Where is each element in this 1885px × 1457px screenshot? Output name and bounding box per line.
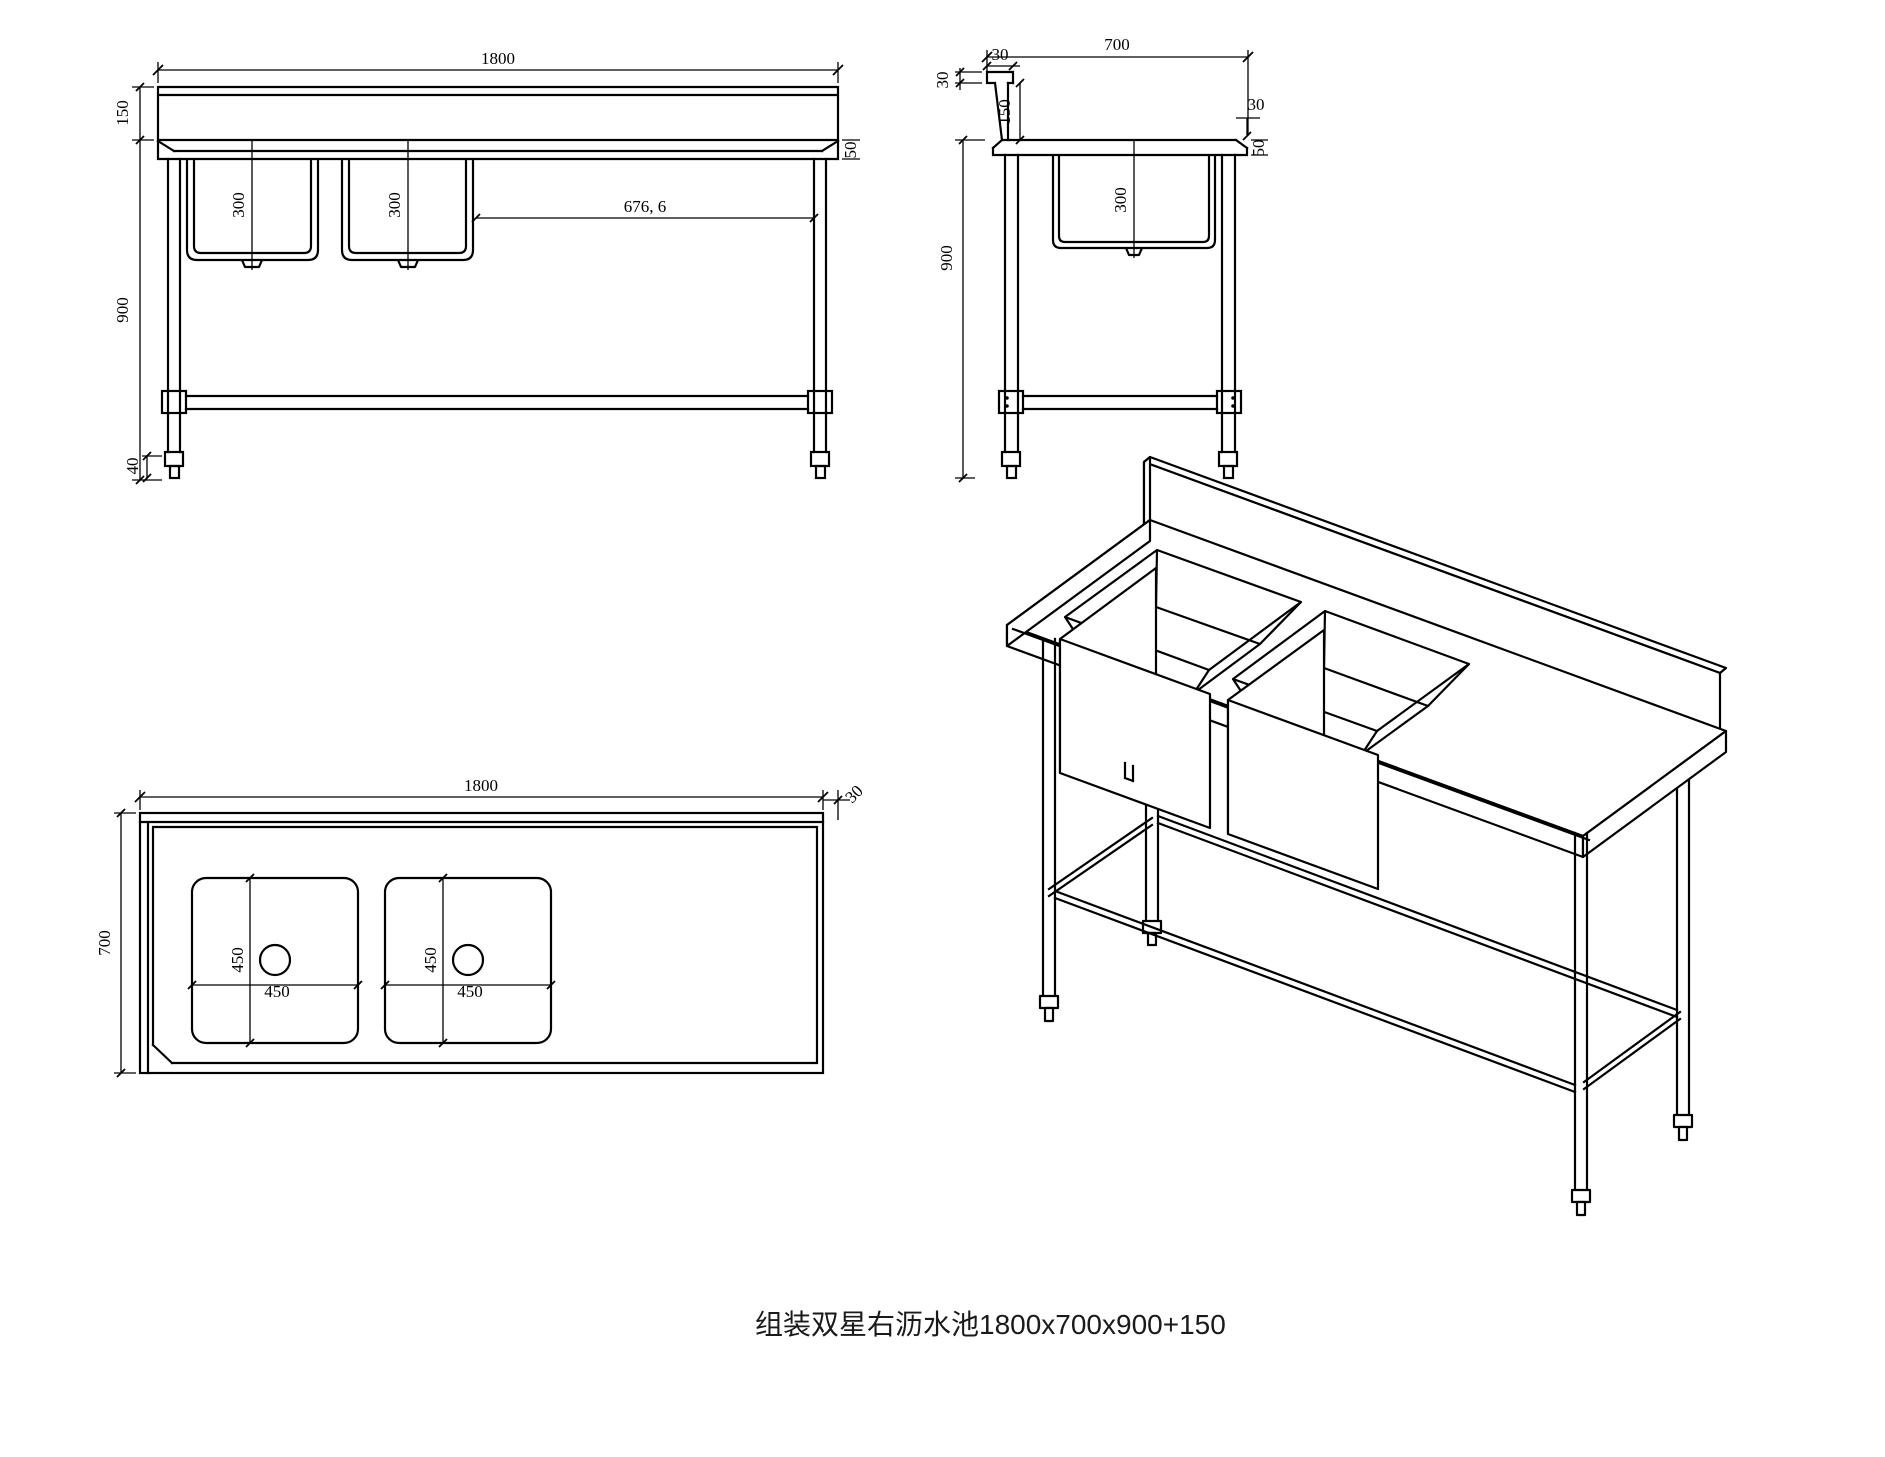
front-bowl-1: 300 (185, 140, 320, 270)
dim-label: 50 (841, 142, 860, 159)
dim-label: 450 (457, 982, 483, 1001)
dim-label: 1800 (481, 49, 515, 68)
dim-label: 30 (1248, 95, 1265, 114)
front-legs (160, 157, 834, 480)
dim-label: 300 (229, 192, 248, 218)
dim-label: 900 (113, 297, 132, 323)
side-dim-30-right: 30 (1236, 95, 1265, 141)
dim-label: 150 (995, 99, 1014, 125)
front-dim-900: 900 (113, 140, 162, 485)
side-dim-30-top: 30 (982, 45, 1020, 71)
dim-label: 150 (113, 100, 132, 126)
iso-backsplash (1142, 455, 1728, 738)
side-bowl: 300 (1051, 140, 1217, 258)
dim-label: 30 (841, 781, 866, 806)
dim-label: 300 (385, 192, 404, 218)
dim-label: 700 (95, 930, 114, 956)
front-view: 1800 150 900 300 (113, 49, 860, 485)
dim-label: 450 (228, 947, 247, 973)
plan-outline (138, 811, 825, 1075)
plan-dim-30: 30 (823, 781, 867, 820)
plan-bowl-1: 450 450 (187, 873, 363, 1048)
side-dim-900: 900 (937, 135, 985, 483)
dim-label: 300 (1111, 187, 1130, 213)
side-dim-150: 150 (995, 78, 1025, 145)
front-dim-1800: 1800 (152, 49, 844, 83)
dim-label: 30 (992, 45, 1009, 64)
side-counter (991, 138, 1249, 157)
isometric-view (1005, 455, 1728, 1217)
side-legs (997, 153, 1243, 480)
front-dim-50: 50 (841, 139, 860, 160)
drawing-caption: 组装双星右沥水池1800x700x900+150 (755, 1309, 1226, 1340)
front-dim-150: 150 (113, 82, 154, 145)
side-view: 700 30 30 150 (933, 35, 1268, 483)
dim-label: 700 (1104, 35, 1130, 54)
dim-label: 1800 (464, 776, 498, 795)
front-dim-676: 676, 6 (471, 197, 819, 223)
plan-dim-1800: 1800 (134, 776, 829, 810)
dim-label: 900 (937, 245, 956, 271)
front-counter (156, 138, 840, 161)
dim-label: 676, 6 (624, 197, 667, 216)
plan-bowl-2: 450 450 (380, 873, 556, 1048)
plan-view: 1800 30 700 450 450 (95, 776, 867, 1078)
dim-label: 450 (264, 982, 290, 1001)
front-backsplash (156, 85, 840, 142)
iso-bowl-body-2 (1226, 628, 1380, 891)
iso-front-legs (1038, 637, 1694, 1217)
iso-bowl-body-1 (1058, 566, 1212, 830)
side-dim-700: 700 (981, 35, 1254, 136)
dim-label: 50 (1249, 140, 1268, 157)
side-dim-30-left: 30 (933, 67, 982, 90)
front-dim-40: 40 (123, 451, 162, 483)
plan-dim-700: 700 (95, 808, 136, 1078)
side-backsplash (985, 70, 1015, 142)
dim-label: 30 (933, 72, 952, 89)
dim-label: 450 (421, 947, 440, 973)
dim-label: 40 (123, 458, 142, 475)
front-bowl-2: 300 (340, 140, 475, 270)
side-dim-50: 50 (1249, 139, 1268, 157)
